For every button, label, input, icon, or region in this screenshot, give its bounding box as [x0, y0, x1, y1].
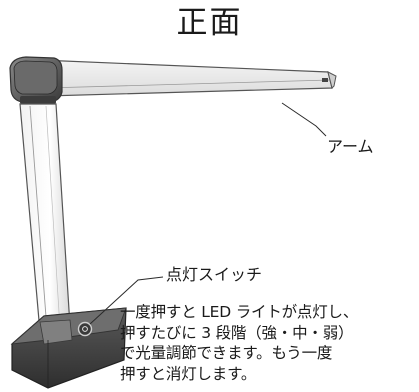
lamp-hinge	[9, 56, 63, 104]
power-switch-icon	[77, 321, 93, 337]
lamp-arm	[39, 59, 337, 97]
page-title: 正面	[176, 5, 243, 41]
switch-label: 点灯スイッチ	[166, 265, 263, 284]
description-line: 押すたびに 3 段階（強・中・弱）	[120, 323, 354, 342]
description-line: 一度押すと LED ライトが点灯し、	[120, 303, 359, 321]
lamp-base	[10, 307, 127, 389]
arm-leader-line	[281, 102, 327, 137]
switch-leader-line	[89, 276, 164, 325]
switch-description: 一度押すと LED ライトが点灯し、 押すたびに 3 段階（強・中・弱） で光量…	[120, 302, 419, 384]
lamp-pole	[19, 103, 71, 333]
description-line: 押すと消灯します。	[120, 364, 257, 383]
arm-label: アーム	[327, 137, 374, 156]
description-line: で光量調節できます。もう一度	[120, 344, 333, 362]
